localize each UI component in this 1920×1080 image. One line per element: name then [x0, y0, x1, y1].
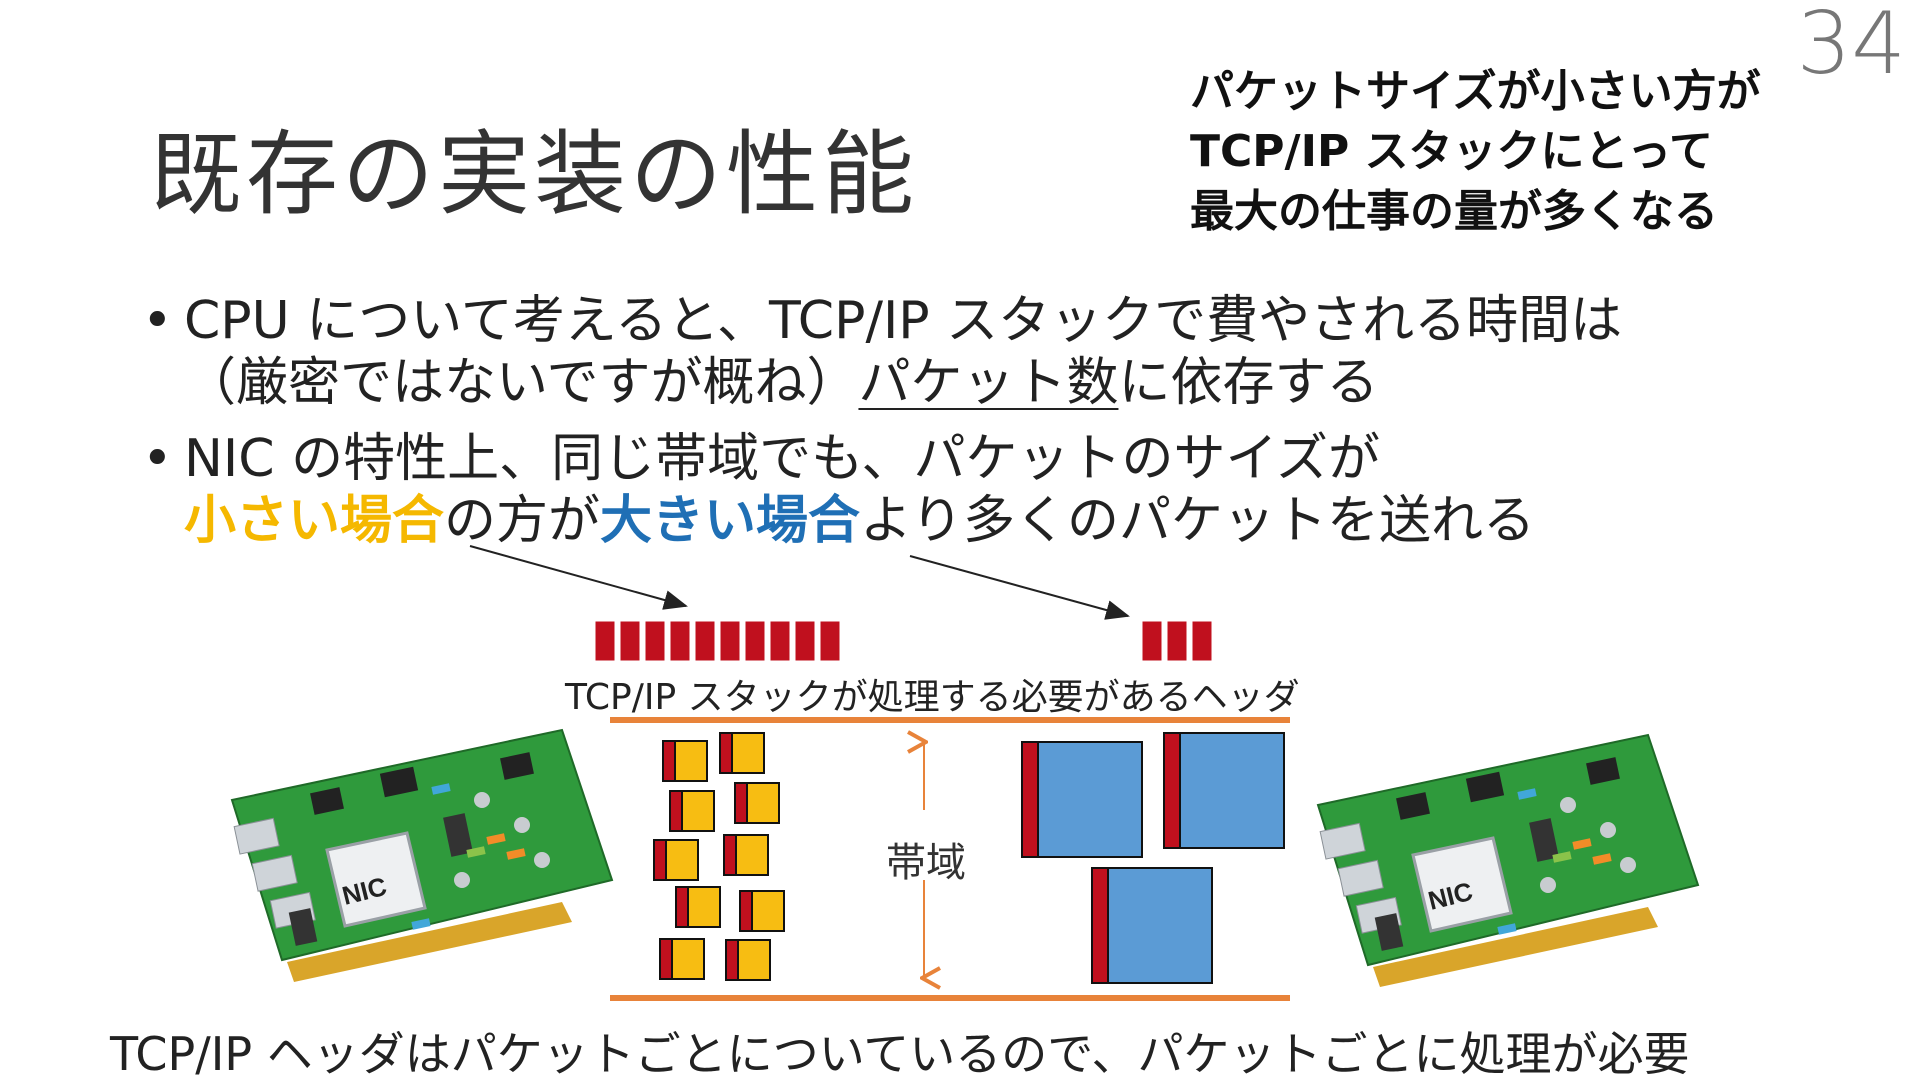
small-packet: [739, 890, 785, 932]
callout-line: TCP/IP スタックにとって: [1190, 126, 1714, 177]
slide-title: 既存の実装の性能: [150, 121, 919, 228]
small-packet: [669, 790, 715, 832]
small-packet: [725, 939, 771, 981]
small-packet: [675, 886, 721, 928]
packet-header: [594, 620, 616, 662]
bullet-nic: • NIC の特性上、同じ帯域でも、パケットのサイズが 小さい場合の方が大きい場…: [142, 428, 1535, 552]
small-case-arrow: [469, 545, 688, 610]
nic-card-right-icon: NIC: [1316, 733, 1700, 989]
footer-note: TCP/IP ヘッダはパケットごとについているので、パケットごとに処理が必要: [110, 1027, 1690, 1080]
bullet-line: CPU について考えると、TCP/IP スタックで費やされる時間は: [184, 291, 1623, 351]
small-packet: [659, 938, 705, 980]
packet-count-emphasis: パケット数: [858, 353, 1119, 413]
bullet-line: NIC の特性上、同じ帯域でも、パケットのサイズが: [184, 429, 1380, 489]
page-number: 34: [1796, 0, 1906, 94]
bullet-text: （厳密ではないですが概ね）: [184, 353, 859, 413]
bullet-line: 小さい場合の方が大きい場合より多くのパケットを送れる: [142, 490, 1535, 552]
small-packets: [653, 732, 785, 981]
small-packet-headers: [594, 620, 841, 662]
callout: パケットサイズが小さい方が TCP/IP スタックにとって 最大の仕事の量が多く…: [1190, 62, 1761, 242]
band-label: 帯域: [886, 840, 966, 886]
bullet-text: の方が: [444, 491, 601, 551]
packet-header: [719, 620, 741, 662]
small-case-emphasis: 小さい場合: [184, 491, 445, 551]
small-packet: [662, 740, 708, 782]
large-packet-headers: [1141, 620, 1213, 662]
header-caption: TCP/IP スタックが処理する必要があるヘッダ: [565, 677, 1300, 718]
packet-header: [644, 620, 666, 662]
packet-header: [819, 620, 841, 662]
large-case-arrow: [909, 555, 1130, 620]
packet-header: [794, 620, 816, 662]
small-packet: [734, 782, 780, 824]
packet-header: [669, 620, 691, 662]
packet-header: [744, 620, 766, 662]
bullet-text: より多くのパケットを送れる: [860, 491, 1536, 551]
small-packet: [719, 732, 765, 774]
bullet-cpu: • CPU について考えると、TCP/IP スタックで費やされる時間は （厳密で…: [142, 290, 1622, 414]
bullet-line: （厳密ではないですが概ね）パケット数に依存する: [142, 352, 1622, 414]
packet-header: [1191, 620, 1213, 662]
packet-header: [1166, 620, 1188, 662]
large-packet: [1021, 741, 1143, 858]
bullet-dot-icon: •: [142, 429, 173, 489]
packet-header: [1141, 620, 1163, 662]
nic-card-left-icon: NIC: [230, 728, 614, 984]
large-case-emphasis: 大きい場合: [600, 491, 861, 551]
packet-header: [694, 620, 716, 662]
large-packet: [1163, 732, 1285, 849]
packet-header: [619, 620, 641, 662]
bullet-text: に依存する: [1118, 353, 1379, 413]
callout-line: 最大の仕事の量が多くなる: [1190, 186, 1718, 237]
callout-line: パケットサイズが小さい方が: [1190, 66, 1761, 117]
packet-header: [769, 620, 791, 662]
small-packet: [653, 839, 699, 881]
bullet-dot-icon: •: [142, 291, 173, 351]
large-packet: [1091, 867, 1213, 984]
small-packet: [723, 834, 769, 876]
large-packets: [1021, 732, 1285, 984]
